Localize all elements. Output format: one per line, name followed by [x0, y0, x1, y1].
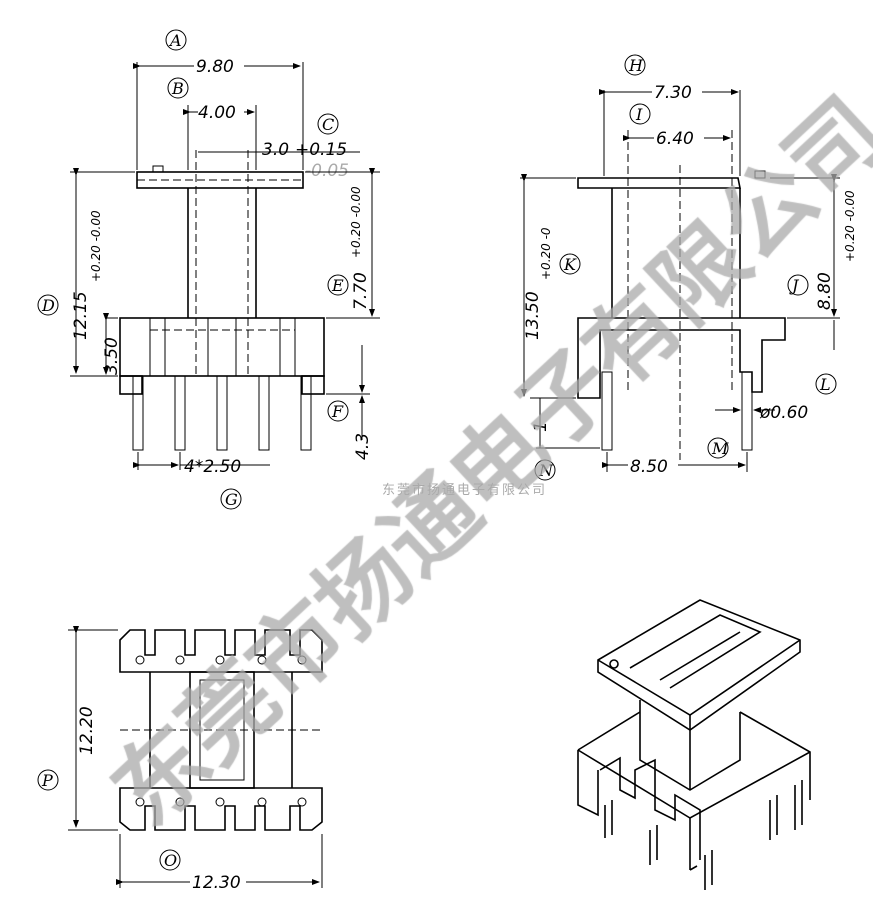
dim-k-tol: +0.20 -0 [539, 227, 553, 280]
dim-b: 4.00 [198, 103, 236, 123]
dim-base: 3.50 [102, 337, 122, 375]
front-view: 9.80 A 4.00 B 3.0 +0.15 -0.05 C 12.15 +0… [37, 29, 380, 510]
dim-c: 3.0 [262, 140, 289, 160]
label-b: B [171, 79, 184, 98]
dim-l: ø0.60 [759, 403, 808, 423]
label-a: A [168, 31, 182, 50]
dim-a: 9.80 [196, 57, 234, 77]
label-c: C [322, 115, 334, 134]
small-watermark: 东莞市扬通电子有限公司 [382, 482, 547, 498]
label-e: E [331, 276, 344, 295]
dim-j-tol: +0.20 -0.00 [843, 190, 857, 262]
label-n: N [538, 461, 554, 480]
dim-e-tol: +0.20 -0.00 [349, 186, 363, 258]
bottom-view: 12.20 P 12.30 O [37, 626, 323, 893]
dim-c-tol-minus: -0.05 [305, 161, 349, 181]
isometric-view [577, 599, 811, 890]
label-k: K [563, 255, 577, 274]
dim-f: 4.3 [353, 433, 373, 460]
dim-o: 12.30 [192, 873, 241, 893]
dim-i: 6.40 [656, 129, 694, 149]
dim-c-tol-plus: +0.15 [295, 140, 347, 160]
dim-d-tol: +0.20 -0.00 [89, 210, 103, 282]
label-l: L [819, 375, 831, 394]
label-f: F [331, 402, 344, 421]
dim-m: 8.50 [630, 457, 668, 477]
label-h: H [628, 56, 644, 75]
label-i: I [635, 105, 643, 124]
side-view: 7.30 H 6.40 I 13.50 +0.20 -0 K 8.80 +0.2… [520, 54, 857, 481]
label-m: M [711, 439, 729, 458]
dim-p: 12.20 [77, 706, 97, 755]
label-p: P [41, 771, 53, 790]
dim-g: 4*2.50 [184, 457, 241, 477]
dim-h: 7.30 [654, 83, 692, 103]
dim-e: 7.70 [351, 272, 371, 310]
dim-k: 13.50 [523, 291, 543, 340]
label-g: G [225, 490, 238, 509]
dim-n: 1 [531, 421, 551, 432]
label-o: O [164, 851, 177, 870]
label-d: D [41, 296, 55, 315]
dim-d: 12.15 [71, 291, 91, 340]
dim-j: 8.80 [815, 272, 835, 310]
